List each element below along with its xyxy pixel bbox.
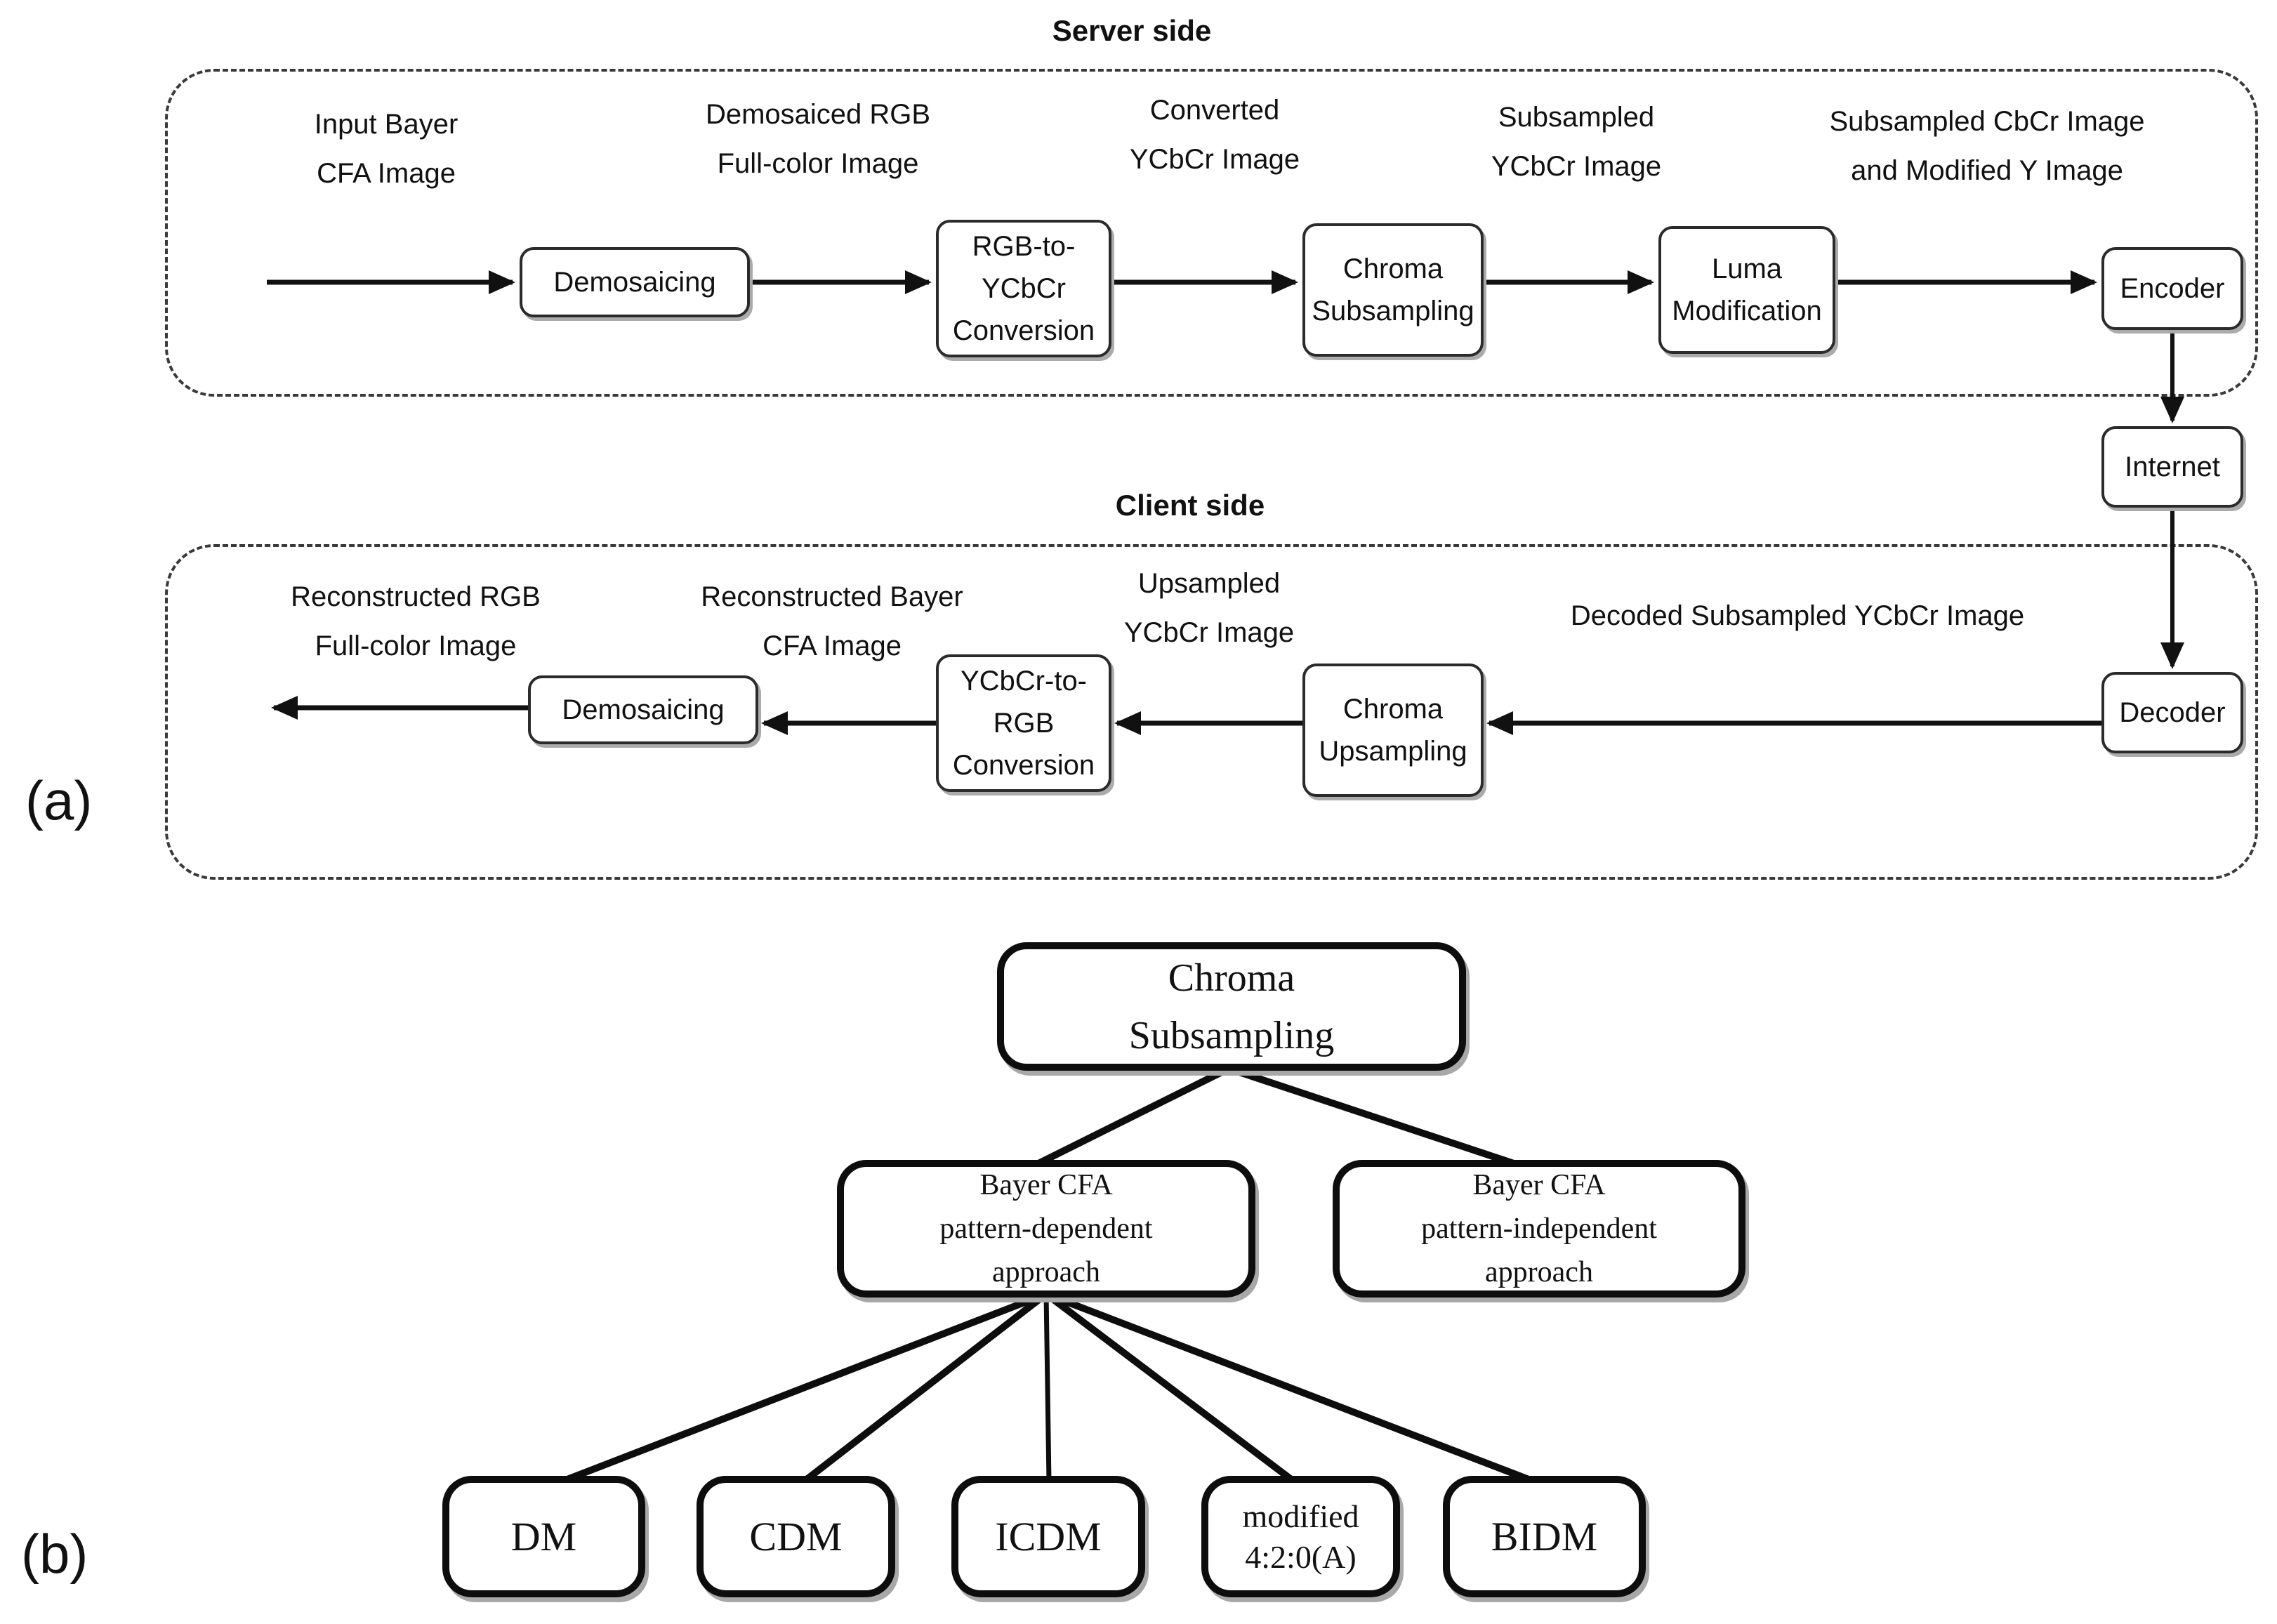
node-label: YCbCr xyxy=(981,273,1067,304)
label-line: Full-color Image xyxy=(717,148,919,179)
label-line: and Modified Y Image xyxy=(1851,155,2123,186)
node-decoder: Decoder xyxy=(2101,672,2243,753)
tree-root-chroma-subsampling: Chroma Subsampling xyxy=(997,942,1466,1071)
node-label: Modification xyxy=(1672,296,1822,326)
label-line: Input Bayer xyxy=(314,109,458,140)
client-side-frame xyxy=(165,544,2258,880)
tree-leaf-bidm: BIDM xyxy=(1443,1476,1646,1597)
node-label: modified xyxy=(1242,1498,1359,1534)
node-luma-modification: Luma Modification xyxy=(1658,226,1835,354)
label-line: CFA Image xyxy=(317,158,456,189)
node-label: Internet xyxy=(2125,451,2220,482)
label-line: YCbCr Image xyxy=(1129,144,1300,175)
tree-link-dep-cdm xyxy=(801,1291,1049,1484)
label-line: Reconstructed Bayer xyxy=(701,581,963,612)
node-label: RGB-to- xyxy=(972,231,1076,262)
node-label: Chroma xyxy=(1342,253,1444,284)
label-line: Converted xyxy=(1149,95,1280,126)
tree-link-root-independent xyxy=(1227,1065,1522,1169)
label-converted-ycbcr: Converted YCbCr Image xyxy=(1039,86,1390,184)
node-chroma-upsampling: Chroma Upsampling xyxy=(1302,664,1484,797)
tree-link-root-dependent xyxy=(1032,1065,1231,1169)
label-subsampled-ycbcr: Subsampled YCbCr Image xyxy=(1401,93,1752,191)
node-label: ICDM xyxy=(995,1513,1102,1559)
node-label: pattern-independent xyxy=(1421,1213,1657,1245)
node-label: pattern-dependent xyxy=(939,1213,1153,1245)
label-decoded-subsampled-ycbcr: Decoded Subsampled YCbCr Image xyxy=(1517,591,2078,640)
node-demosaicing-server: Demosaicing xyxy=(520,247,750,317)
node-label: DM xyxy=(510,1513,577,1559)
node-label: Chroma xyxy=(1168,956,1295,1000)
label-line: Decoded Subsampled YCbCr Image xyxy=(1570,600,2025,631)
label-line: Reconstructed RGB xyxy=(291,581,541,612)
node-label: 4:2:0(A) xyxy=(1245,1538,1357,1575)
label-reconstructed-rgb: Reconstructed RGB Full-color Image xyxy=(240,572,591,671)
tree-leaf-dm: DM xyxy=(442,1476,645,1597)
node-label: Conversion xyxy=(952,750,1095,781)
label-line: Upsampled xyxy=(1137,568,1281,599)
node-label: Chroma xyxy=(1342,694,1444,725)
node-label: Subsampling xyxy=(1128,1013,1335,1057)
node-label: Subsampling xyxy=(1312,296,1474,326)
node-chroma-subsampling: Chroma Subsampling xyxy=(1302,223,1484,357)
node-label: Upsampling xyxy=(1319,736,1467,767)
tree-node-pattern-dependent: Bayer CFA pattern-dependent approach xyxy=(837,1160,1255,1298)
label-subsampled-cbcr-modified-y: Subsampled CbCr Image and Modified Y Ima… xyxy=(1776,97,2198,195)
tree-leaf-icdm: ICDM xyxy=(951,1476,1145,1597)
node-label: YCbCr-to- xyxy=(960,666,1088,697)
node-label: BIDM xyxy=(1491,1513,1598,1559)
server-side-frame xyxy=(165,69,2258,397)
label-line: CFA Image xyxy=(763,631,902,661)
label-line: YCbCr Image xyxy=(1491,151,1662,182)
node-rgb-to-ycbcr-conversion: RGB-to- YCbCr Conversion xyxy=(936,220,1111,357)
tree-leaf-cdm: CDM xyxy=(697,1476,895,1597)
node-label: Demosaicing xyxy=(553,267,716,298)
node-label: RGB xyxy=(993,708,1055,739)
label-line: Demosaiced RGB xyxy=(705,99,931,130)
node-label: Bayer CFA xyxy=(1472,1169,1606,1201)
label-line: Subsampled CbCr Image xyxy=(1829,106,2145,137)
label-demosaiced-rgb: Demosaiced RGB Full-color Image xyxy=(642,90,994,188)
label-reconstructed-bayer: Reconstructed Bayer CFA Image xyxy=(656,572,1008,671)
node-label: approach xyxy=(1485,1256,1593,1288)
label-input-bayer-cfa: Input Bayer CFA Image xyxy=(211,100,562,198)
server-side-title: Server side xyxy=(1052,14,1212,47)
label-line: YCbCr Image xyxy=(1123,617,1295,648)
node-demosaicing-client: Demosaicing xyxy=(528,675,758,744)
node-label: Bayer CFA xyxy=(979,1169,1113,1201)
tree-link-dep-bidm xyxy=(1045,1290,1536,1485)
node-label: CDM xyxy=(749,1513,843,1559)
node-label: approach xyxy=(992,1256,1100,1288)
panel-a-label: (a) xyxy=(25,770,93,831)
tree-link-dep-modified420 xyxy=(1043,1291,1297,1484)
node-label: Luma xyxy=(1711,253,1783,284)
label-line: Full-color Image xyxy=(315,631,517,661)
label-line: Subsampled xyxy=(1498,102,1655,133)
node-internet: Internet xyxy=(2101,426,2243,508)
client-side-title: Client side xyxy=(1115,489,1265,522)
node-label: Conversion xyxy=(952,315,1095,346)
label-upsampled-ycbcr: Upsampled YCbCr Image xyxy=(1034,559,1385,657)
node-label: Demosaicing xyxy=(562,694,725,725)
node-label: Decoder xyxy=(2119,697,2226,728)
tree-node-pattern-independent: Bayer CFA pattern-independent approach xyxy=(1333,1160,1745,1298)
tree-link-dep-icdm xyxy=(1043,1293,1052,1482)
node-ycbcr-to-rgb-conversion: YCbCr-to- RGB Conversion xyxy=(936,654,1111,792)
node-label: Encoder xyxy=(2120,273,2225,304)
tree-link-dep-dm xyxy=(560,1290,1048,1485)
tree-leaf-modified-420a: modified 4:2:0(A) xyxy=(1201,1476,1400,1597)
panel-b-label: (b) xyxy=(21,1523,88,1585)
node-encoder: Encoder xyxy=(2101,247,2243,330)
